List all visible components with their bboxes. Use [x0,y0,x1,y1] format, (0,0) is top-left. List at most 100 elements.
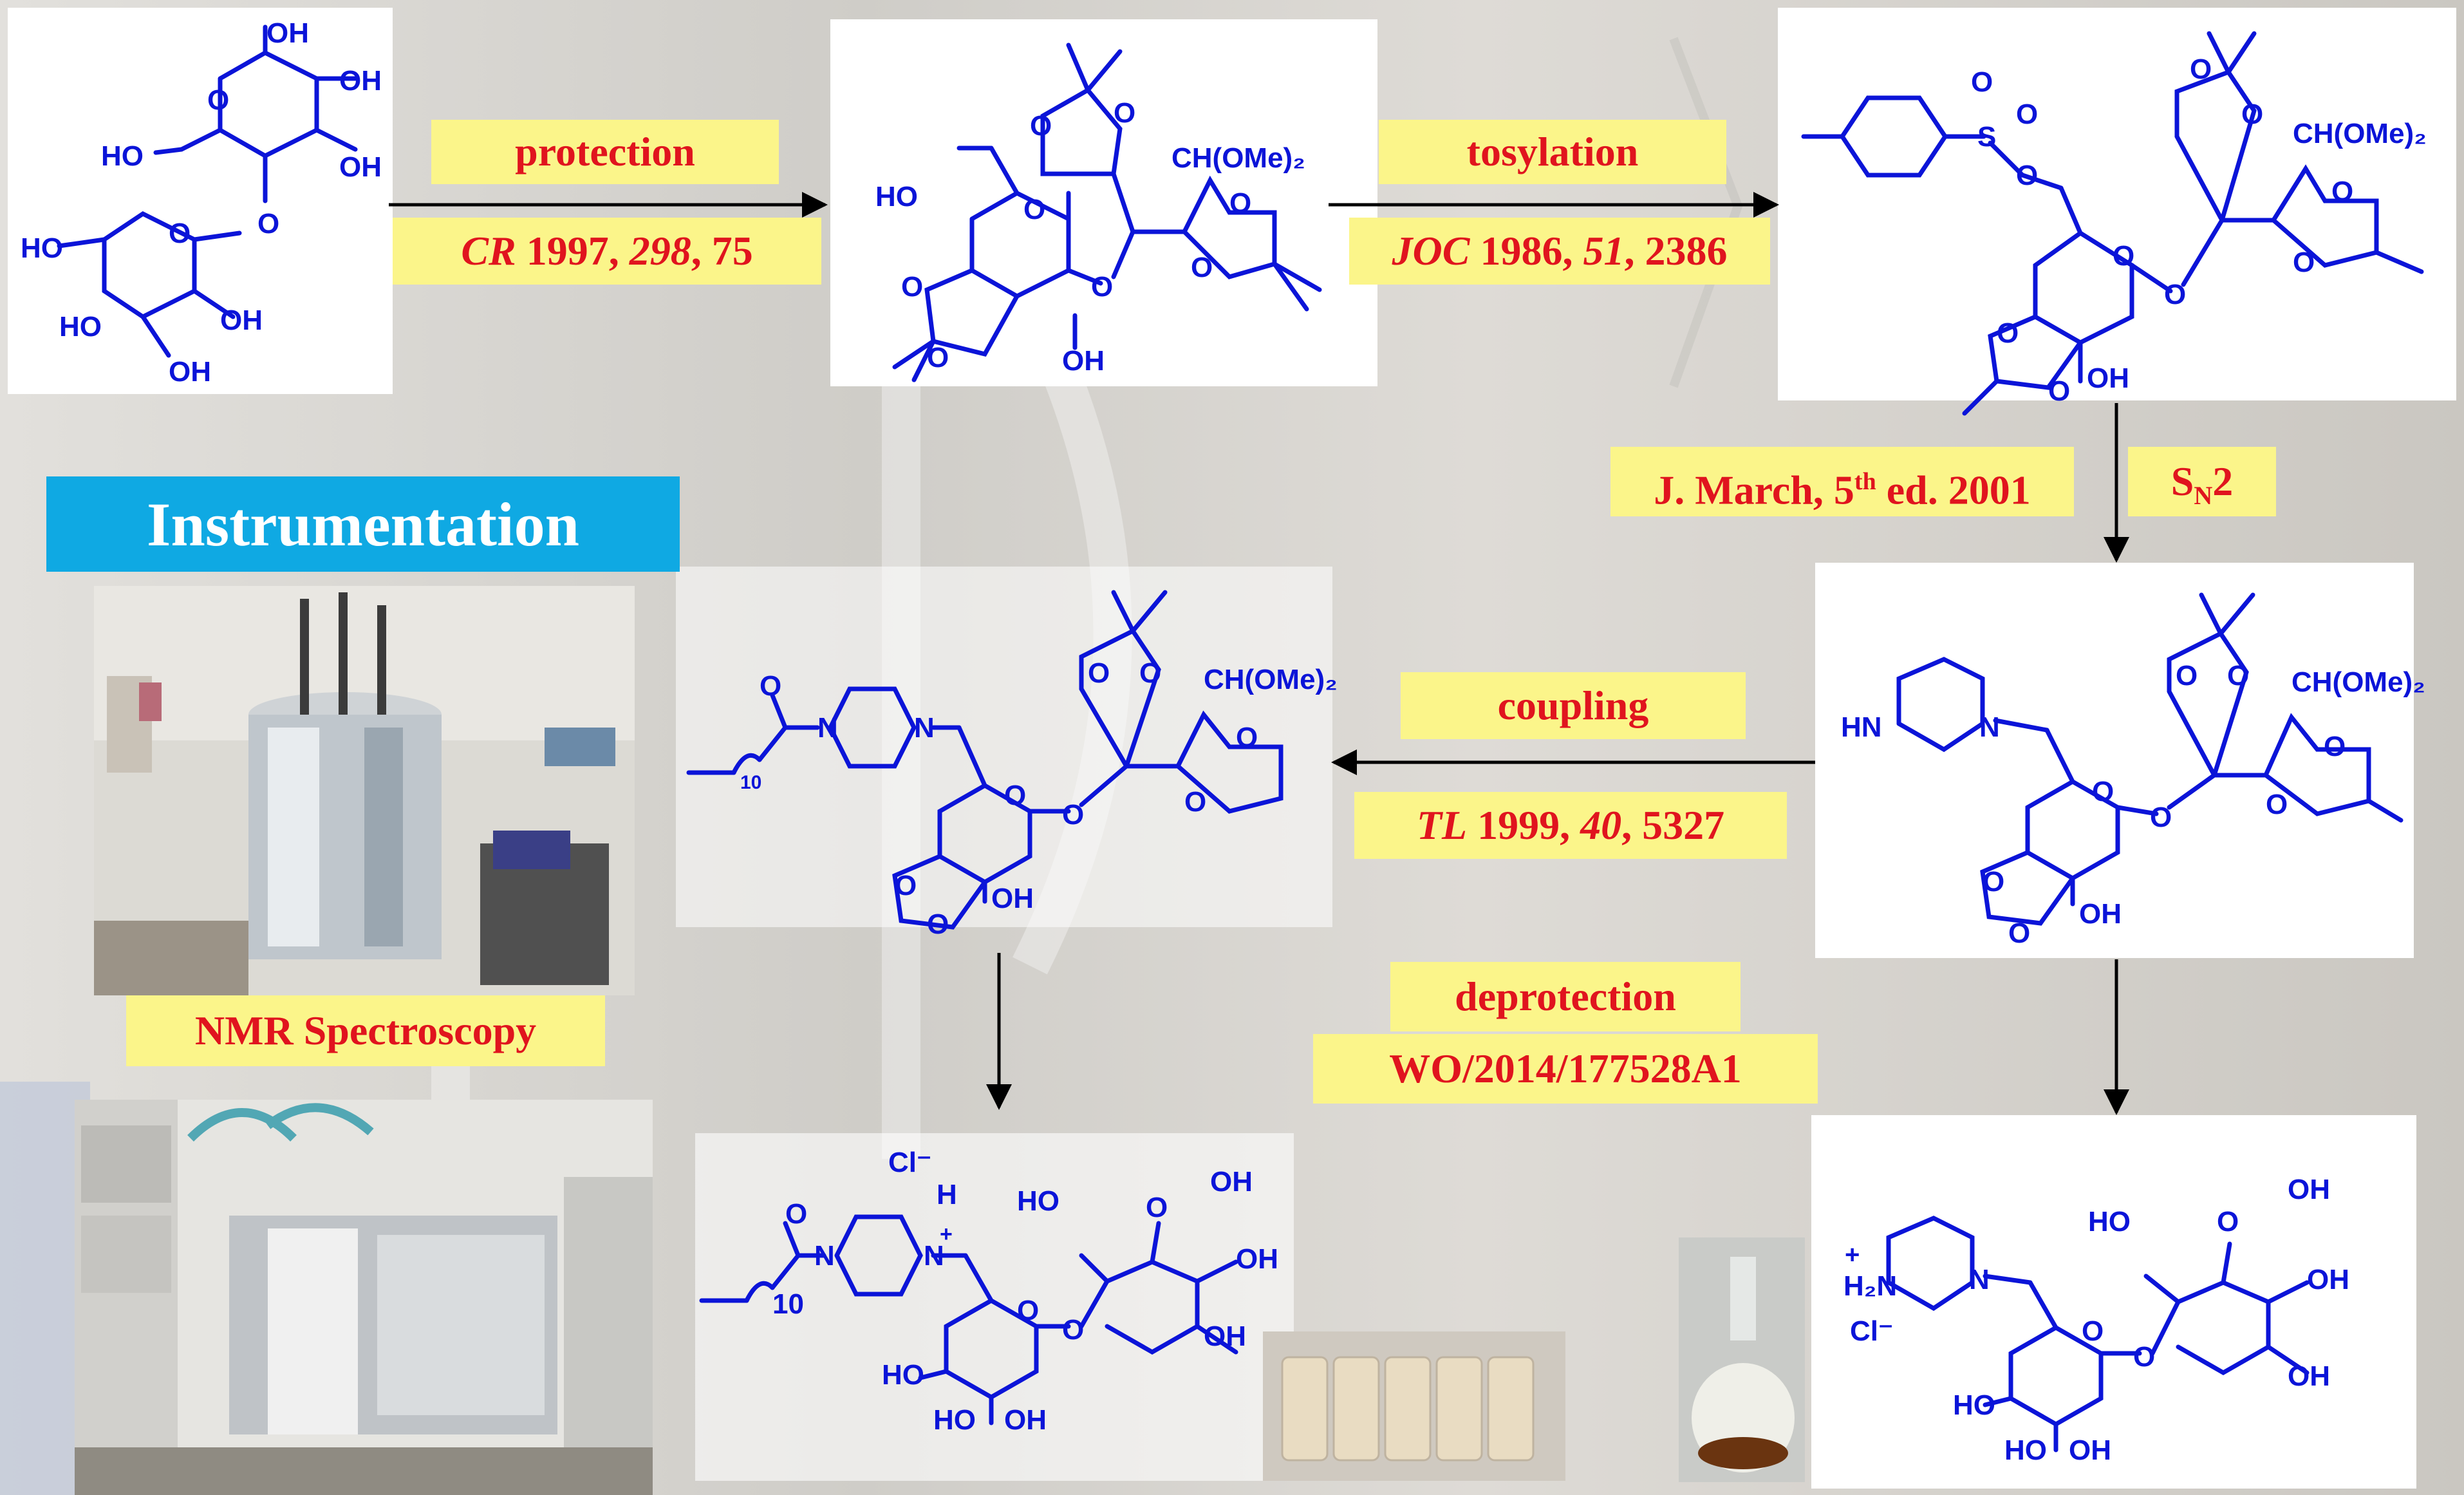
svg-text:O: O [2133,1341,2155,1373]
svg-text:CH(OMe)₂: CH(OMe)₂ [2291,666,2425,698]
svg-text:10: 10 [772,1288,804,1320]
svg-text:N: N [914,712,935,744]
mechanism-sn2: SN2 [2128,447,2276,516]
svg-text:O: O [2150,802,2172,833]
svg-text:OH: OH [339,65,382,97]
powder-samples-photo [1263,1331,1565,1481]
svg-text:HO: HO [101,140,144,172]
svg-text:O: O [1229,187,1251,219]
svg-text:OH: OH [1004,1404,1047,1436]
svg-text:O: O [1004,780,1026,811]
svg-text:O: O [2016,99,2038,130]
svg-text:HO: HO [1017,1185,1059,1217]
svg-text:O: O [895,870,917,901]
svg-text:N: N [1969,1264,1990,1295]
svg-text:O: O [2331,176,2353,207]
molecule-tosylate: S O O O O O O O OH O O CH(OMe)₂ O O [1778,8,2456,416]
svg-text:O: O [1023,194,1045,225]
svg-text:H: H [937,1179,957,1210]
svg-text:OH: OH [2079,898,2122,930]
svg-text:OH: OH [991,883,1034,914]
svg-text:O: O [2293,247,2315,278]
ref-tosylation: JOC 1986, 51, 2386 [1349,218,1770,285]
svg-text:O: O [1236,722,1258,753]
nmr-spectrometer-photo [94,586,635,995]
svg-text:HO: HO [882,1359,924,1391]
svg-text:O: O [1114,97,1135,129]
svg-text:OH: OH [1062,345,1105,377]
svg-text:CH(OMe)₂: CH(OMe)₂ [1171,142,1305,174]
label-tosylation: tosylation [1379,120,1726,184]
svg-text:O: O [785,1198,807,1230]
svg-text:O: O [257,208,279,240]
svg-text:OH: OH [339,151,382,183]
svg-text:+: + [1845,1241,1860,1269]
svg-text:O: O [2082,1315,2104,1347]
svg-text:O: O [1997,317,2019,349]
svg-text:HO: HO [1953,1389,1995,1421]
svg-text:O: O [2227,660,2249,691]
svg-text:O: O [1971,66,1993,98]
svg-text:HO: HO [2004,1434,2047,1466]
svg-text:Cl⁻: Cl⁻ [1850,1315,1893,1347]
svg-text:H₂N: H₂N [1843,1270,1897,1302]
svg-text:O: O [2217,1206,2239,1237]
svg-text:O: O [1030,110,1052,142]
svg-text:CH(OMe)₂: CH(OMe)₂ [2293,118,2427,149]
svg-text:O: O [2241,99,2263,130]
svg-text:O: O [1139,657,1161,689]
svg-text:HO: HO [2088,1206,2131,1237]
svg-text:O: O [2016,160,2038,191]
svg-text:O: O [207,84,229,116]
svg-text:O: O [760,670,781,702]
svg-text:O: O [2113,240,2134,272]
svg-text:O: O [1017,1295,1039,1326]
svg-text:N: N [924,1240,944,1272]
label-coupling: coupling [1401,672,1746,739]
svg-text:HN: HN [1841,711,1882,743]
svg-text:O: O [2266,789,2288,820]
svg-text:O: O [1091,271,1113,303]
svg-text:N: N [814,1240,835,1272]
svg-text:CH(OMe)₂: CH(OMe)₂ [1204,664,1338,695]
svg-text:OH: OH [2087,362,2129,394]
svg-text:HO: HO [933,1404,976,1436]
svg-text:O: O [1062,799,1084,831]
molecule-piperazinium-salt: + H₂N Cl⁻ N O HO HO OH O HO O OH OH OH [1811,1115,2416,1489]
svg-text:O: O [927,342,949,373]
svg-text:O: O [2092,776,2114,807]
molecule-amide-protected: O N N 10 O O O O OH O O CH(OMe)₂ O O [676,567,1338,940]
svg-text:HO: HO [59,311,102,343]
ref-protection: CR 1997, 298, 75 [393,218,821,285]
svg-text:O: O [927,908,949,940]
label-protection: protection [431,120,779,184]
svg-text:O: O [1088,657,1110,689]
svg-text:O: O [2164,279,2186,310]
svg-text:OH: OH [1204,1321,1246,1352]
svg-text:OH: OH [2069,1434,2111,1466]
svg-text:O: O [1983,866,2004,898]
svg-text:S: S [1977,121,1996,153]
instrumentation-banner: Instrumentation [46,476,680,572]
svg-text:O: O [901,271,923,303]
svg-text:N: N [817,712,838,744]
svg-text:N: N [1979,711,2000,743]
svg-text:O: O [2324,731,2346,762]
svg-text:OH: OH [169,356,211,388]
molecule-lactose: OH OH OH O HO O O HO OH HO OH [8,8,393,394]
svg-text:O: O [2048,375,2070,407]
svg-text:+: + [940,1222,953,1246]
svg-text:O: O [1184,786,1206,818]
svg-text:OH: OH [1210,1166,1253,1198]
svg-text:O: O [1062,1314,1084,1346]
svg-text:OH: OH [2288,1360,2330,1392]
ref-coupling: TL 1999, 40, 5327 [1354,792,1787,859]
svg-text:HO: HO [875,181,918,212]
svg-text:Cl⁻: Cl⁻ [888,1147,931,1178]
svg-text:10: 10 [740,772,761,793]
svg-text:O: O [2176,660,2198,691]
svg-text:OH: OH [2307,1264,2349,1295]
svg-text:O: O [1146,1192,1168,1223]
svg-text:OH: OH [220,305,263,336]
